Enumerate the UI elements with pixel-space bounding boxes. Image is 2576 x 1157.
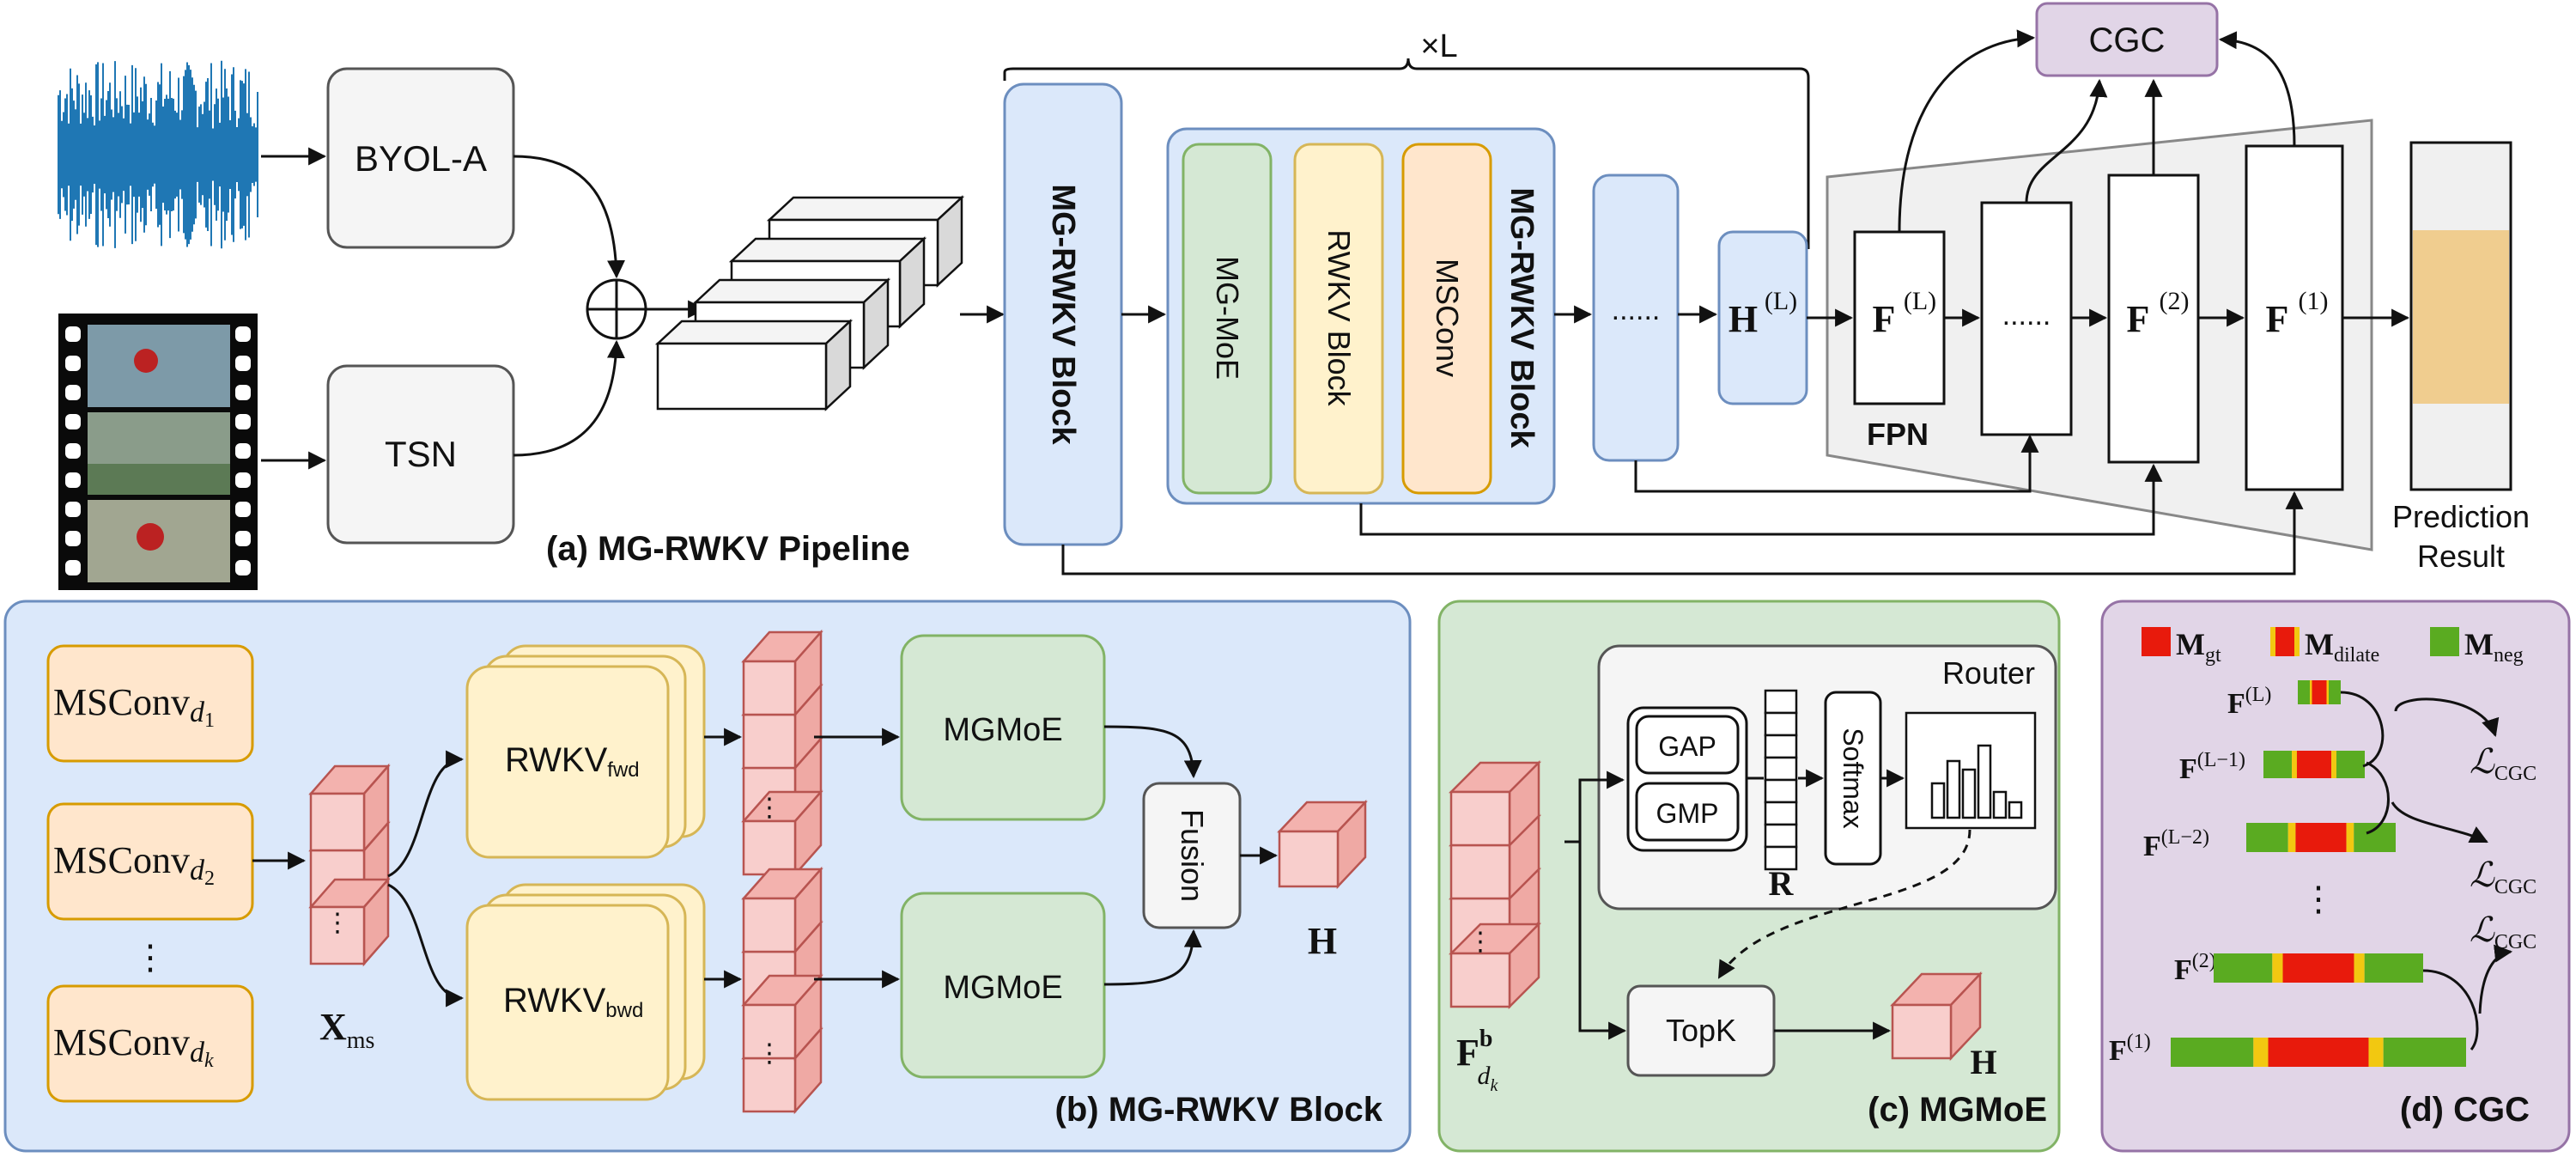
- f1-label: F: [2266, 298, 2289, 340]
- mgmoe-bot-label: MGMoE: [943, 970, 1062, 1006]
- pipeline-section: BYOL-A TSN ×L MG-RWKV Block MG-MoE RWKV …: [58, 2, 2530, 590]
- prediction-segment: [2413, 230, 2509, 404]
- inner-mgmoe-label: MG-MoE: [1210, 256, 1245, 380]
- cgc-fL2-label: F(L−2): [2143, 826, 2209, 862]
- fdk-tensor-icon: ⋮: [1448, 759, 1542, 1010]
- loss-label-3: ℒCGC: [2470, 910, 2537, 953]
- tsn-label: TSN: [385, 434, 457, 474]
- msconv-d1-box: [46, 644, 254, 763]
- repeat-label: ×L: [1420, 28, 1457, 64]
- gmp-box: [1635, 782, 1740, 842]
- fwd-tensor-icon: ⋮: [741, 629, 823, 878]
- byol-a-box: [326, 67, 515, 249]
- topk-label: TopK: [1666, 1013, 1736, 1048]
- gap-label: GAP: [1658, 731, 1716, 762]
- cgc-f1-label: F(1): [2109, 1031, 2151, 1067]
- bwd-tensor-icon: ⋮: [741, 866, 823, 1115]
- loss-label-1: ℒCGC: [2470, 742, 2537, 785]
- inner-rwkv-box: [1293, 143, 1384, 495]
- fl-sup: (L): [1904, 287, 1936, 315]
- rwkv-bwd-label: RWKVbwd: [503, 982, 643, 1022]
- f1-sup: (1): [2299, 287, 2329, 315]
- legend-gt-label: Mgt: [2176, 627, 2221, 667]
- r-vector-icon: [1764, 689, 1798, 871]
- msconv-dk-box: [46, 984, 254, 1103]
- cgc-panel: Mgt Mdilate Mneg F(L) F(L−1) F(L−2) ⋮ F(…: [2100, 600, 2571, 1153]
- inner-block-label: MG-RWKV Block: [1504, 187, 1540, 448]
- block-caption: (b) MG-RWKV Block: [1055, 1091, 1383, 1129]
- rwkv-bwd-box: [465, 904, 670, 1101]
- r-label: R: [1769, 864, 1795, 903]
- mgrwkv-block-vlabel: MG-RWKV Block: [1045, 184, 1081, 445]
- fl-box: [1853, 230, 1946, 405]
- fpn-trapezoid: [1826, 119, 2373, 551]
- cgc-fL1-label: F(L−1): [2179, 749, 2245, 785]
- h-label-c: H: [1970, 1043, 1996, 1081]
- gmp-label: GMP: [1656, 798, 1719, 829]
- rwkv-fwd-box: [465, 665, 670, 859]
- legend-gt-swatch: [2142, 627, 2171, 656]
- msconv-d1-label: MSConvd1: [53, 681, 215, 732]
- svg-text:⋮: ⋮: [756, 1039, 782, 1068]
- prediction-label-2: Result: [2417, 539, 2505, 574]
- f1-box: [2245, 144, 2344, 491]
- router-label: Router: [1942, 655, 2035, 691]
- fusion-label: Fusion: [1175, 809, 1210, 902]
- msconv-d2-label: MSConvd2: [53, 839, 215, 890]
- cgc-vdots: ⋮: [2301, 880, 2336, 918]
- moe-caption: (c) MGMoE: [1868, 1091, 2047, 1129]
- mgmoe-top-label: MGMoE: [943, 712, 1062, 748]
- hl-label: H: [1728, 298, 1758, 340]
- f-ellipsis-label: ......: [2002, 299, 2051, 332]
- gap-box: [1635, 715, 1740, 775]
- cgc-label: CGC: [2089, 21, 2166, 59]
- sum-node-icon: [586, 278, 647, 340]
- legend-neg-label: Mneg: [2464, 627, 2524, 667]
- rwkv-fwd-label: RWKVfwd: [505, 741, 640, 782]
- f-ellipsis-box: [1980, 201, 2073, 436]
- cgc-box: [2035, 2, 2219, 77]
- xms-tensor-icon: ⋮: [308, 763, 391, 967]
- pipeline-caption: (a) MG-RWKV Pipeline: [546, 530, 910, 568]
- cgc-caption: (d) CGC: [2400, 1091, 2530, 1129]
- repeat-brace: [1003, 58, 1810, 249]
- inner-mgmoe-box: [1182, 143, 1273, 495]
- ellipsis-label: ......: [1612, 294, 1661, 326]
- inner-msconv-box: [1401, 143, 1492, 495]
- loss-label-2: ℒCGC: [2470, 856, 2537, 898]
- h-tensor-icon: [1277, 799, 1368, 890]
- mgrwkv-block-panel: MSConvd1 MSConvd2 ⋮ MSConvdk ⋮ Xms RWKVf…: [3, 600, 1412, 1153]
- fl-label: F: [1873, 298, 1896, 340]
- h-output-tensor-icon: [1890, 971, 1983, 1062]
- legend-neg-swatch: [2430, 627, 2459, 656]
- softmax-label: Softmax: [1838, 728, 1868, 828]
- prediction-label-1: Prediction: [2392, 499, 2530, 534]
- svg-text:⋮: ⋮: [756, 794, 782, 822]
- cgc-fL-label: F(L): [2227, 684, 2271, 720]
- hl-sup: (L): [1765, 287, 1797, 315]
- svg-text:⋮: ⋮: [1467, 928, 1493, 956]
- byol-a-label: BYOL-A: [355, 138, 487, 179]
- msconv-vdots: ⋮: [133, 939, 167, 977]
- mask-bars: [2171, 680, 2466, 1067]
- f2-sup: (2): [2160, 287, 2190, 315]
- video-filmstrip-icon: [58, 314, 258, 590]
- audio-waveform-icon: [58, 60, 258, 249]
- f2-box: [2107, 174, 2200, 464]
- expert-scores-histogram-icon: [1905, 711, 2037, 830]
- f2-label: F: [2127, 298, 2150, 340]
- feature-stack-icon: [654, 195, 965, 411]
- legend-dilate-label: Mdilate: [2305, 627, 2379, 667]
- inner-msconv-label: MSConv: [1430, 259, 1465, 377]
- inner-rwkv-label: RWKV Block: [1321, 229, 1357, 406]
- h-label-b: H: [1308, 920, 1337, 962]
- msconv-dk-label: MSConvdk: [53, 1021, 214, 1072]
- xms-label: Xms: [319, 1006, 374, 1054]
- svg-text:⋮: ⋮: [325, 909, 350, 937]
- cgc-f2-label: F(2): [2174, 950, 2216, 986]
- fpn-label: FPN: [1867, 417, 1929, 452]
